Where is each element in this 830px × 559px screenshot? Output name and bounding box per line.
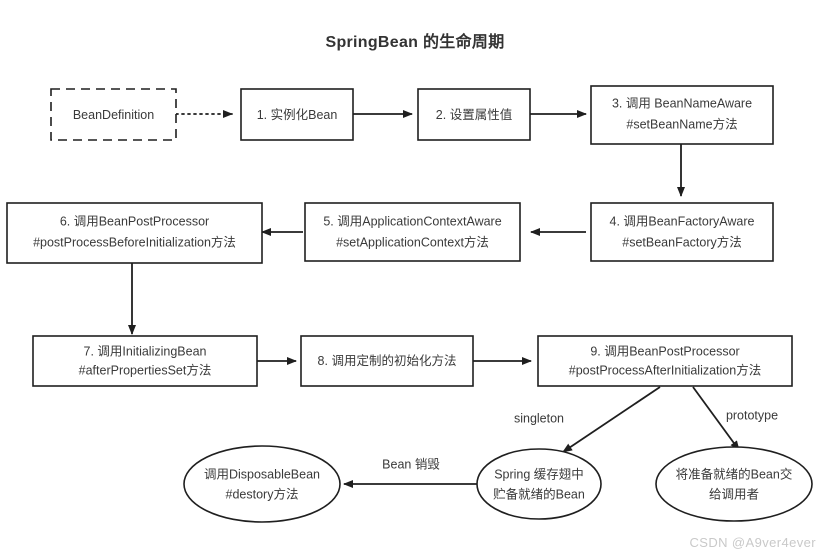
node-step-4[interactable]: 4. 调用BeanFactoryAware #setBeanFactory方法 [590, 202, 774, 262]
node-step-9[interactable]: 9. 调用BeanPostProcessor #postProcessAfter… [537, 335, 793, 387]
node-step-4-label-line1: 4. 调用BeanFactoryAware [610, 214, 755, 228]
node-step-6-label-line2: #postProcessBeforeInitialization方法 [33, 234, 236, 249]
node-step-9-label-line1: 9. 调用BeanPostProcessor [590, 344, 739, 358]
node-step-8[interactable]: 8. 调用定制的初始化方法 [300, 335, 474, 387]
node-hand-to-caller[interactable]: 将准备就绪的Bean交 给调用者 [655, 446, 813, 522]
node-step-3[interactable]: 3. 调用 BeanNameAware #setBeanName方法 [590, 85, 774, 145]
node-step-7[interactable]: 7. 调用InitializingBean #afterPropertiesSe… [32, 335, 258, 387]
node-cache-pool-label-line2: 贮备就绪的Bean [493, 486, 585, 501]
node-step-8-label: 8. 调用定制的初始化方法 [318, 353, 457, 368]
node-bean-definition-label: BeanDefinition [73, 108, 154, 122]
edge-label-singleton: singleton [514, 411, 564, 425]
node-step-7-label-line1: 7. 调用InitializingBean [84, 344, 207, 358]
edge-label-prototype: prototype [726, 408, 778, 422]
node-step-6-label-line1: 6. 调用BeanPostProcessor [60, 214, 209, 228]
node-step-5-label-line1: 5. 调用ApplicationContextAware [323, 214, 501, 228]
node-step-1[interactable]: 1. 实例化Bean [240, 88, 354, 141]
node-step-3-label-line2: #setBeanName方法 [626, 116, 737, 131]
node-hand-to-caller-label-line2: 给调用者 [709, 487, 759, 501]
node-disposable-label-line1: 调用DisposableBean [204, 467, 320, 481]
node-step-4-label-line2: #setBeanFactory方法 [622, 234, 742, 249]
node-hand-to-caller-label-line1: 将准备就绪的Bean交 [676, 466, 793, 481]
node-cache-pool[interactable]: Spring 缓存翅中 贮备就绪的Bean [476, 448, 602, 520]
node-step-3-label-line1: 3. 调用 BeanNameAware [612, 96, 752, 110]
edge-label-bean-destroy: Bean 销毁 [382, 456, 440, 471]
csdn-watermark: CSDN @A9ver4ever [689, 535, 816, 550]
node-disposable-label-line2: #destory方法 [226, 486, 299, 501]
node-step-9-label-line2: #postProcessAfterInitialization方法 [569, 362, 761, 377]
node-disposable[interactable]: 调用DisposableBean #destory方法 [183, 445, 341, 523]
node-step-2-label: 2. 设置属性值 [436, 107, 512, 122]
node-step-5-label-line2: #setApplicationContext方法 [336, 234, 489, 249]
edge-step9-to-cache-pool [562, 386, 661, 453]
node-step-6[interactable]: 6. 调用BeanPostProcessor #postProcessBefor… [6, 202, 263, 264]
node-step-5[interactable]: 5. 调用ApplicationContextAware #setApplica… [304, 202, 521, 262]
node-step-7-label-line2: #afterPropertiesSet方法 [79, 362, 212, 377]
page-title: SpringBean 的生命周期 [325, 34, 505, 51]
edge-labels-layer: singleton prototype Bean 销毁 [382, 408, 778, 471]
node-step-1-label: 1. 实例化Bean [257, 107, 338, 122]
edge-step9-to-hand-to-caller [692, 386, 740, 451]
node-bean-definition[interactable]: BeanDefinition [50, 88, 177, 141]
node-step-2[interactable]: 2. 设置属性值 [417, 88, 531, 141]
node-cache-pool-label-line1: Spring 缓存翅中 [494, 466, 584, 481]
edges-layer [128, 110, 740, 488]
